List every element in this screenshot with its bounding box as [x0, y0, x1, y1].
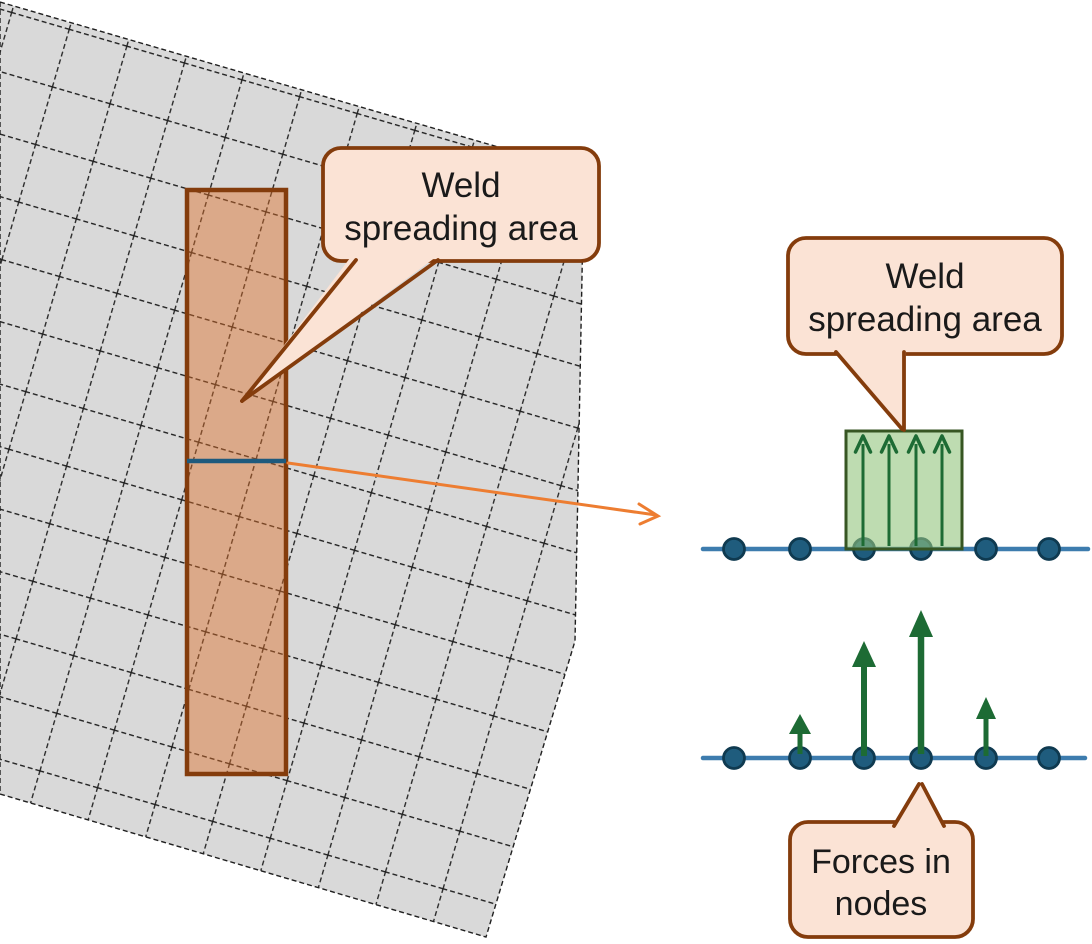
- forces-detail: [700, 610, 1088, 770]
- spread-detail: [700, 429, 1091, 561]
- node: [1037, 746, 1061, 770]
- node: [974, 537, 998, 561]
- callout-text-line1: Forces in: [811, 843, 951, 881]
- node: [1037, 537, 1061, 561]
- callout-bubble: [788, 820, 975, 939]
- callout-bubble: [786, 236, 1064, 356]
- weld-spreading-rect: [184, 187, 289, 777]
- distributed-load-arrows: [853, 434, 952, 546]
- node: [722, 537, 746, 561]
- callout-text-line2: spreading area: [344, 209, 578, 248]
- fem-mesh: [0, 1, 585, 938]
- node: [788, 537, 812, 561]
- callout-forces: Forces in nodes: [788, 782, 975, 939]
- callout-tail: [893, 783, 945, 829]
- callout-weld-left: Weld spreading area: [240, 146, 601, 403]
- callout-bubble: [321, 146, 601, 263]
- mesh-outline: [0, 1, 585, 938]
- nodal-force-arrows: [789, 610, 996, 756]
- callout-text-line1: Weld: [421, 166, 500, 205]
- callout-text-line2: spreading area: [808, 300, 1042, 339]
- detail-pointer-arrow: [286, 461, 662, 526]
- callout-text-line2: nodes: [835, 885, 928, 923]
- node: [722, 746, 746, 770]
- callout-text-line1: Weld: [885, 257, 964, 296]
- callout-weld-right: Weld spreading area: [786, 236, 1064, 432]
